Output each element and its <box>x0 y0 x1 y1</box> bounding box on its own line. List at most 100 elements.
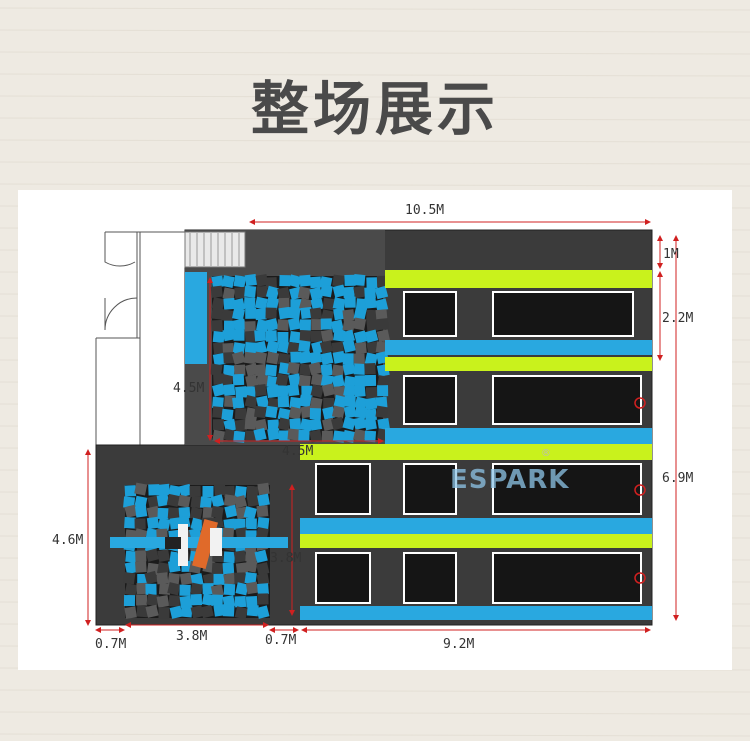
foam-cube <box>167 572 180 586</box>
foam-cube <box>253 427 267 442</box>
foam-cube <box>342 353 354 365</box>
dim-top-width: 10.5M <box>405 203 444 218</box>
foam-cube <box>342 339 356 353</box>
trampoline-bed <box>315 291 642 604</box>
foam-cube <box>364 287 376 299</box>
battle-beam <box>110 519 288 569</box>
foam-cube <box>232 396 245 410</box>
foam-cube <box>158 483 171 496</box>
foam-cube <box>124 561 138 575</box>
foam-cube <box>213 573 225 585</box>
foam-cube <box>213 604 226 617</box>
foam-cube <box>330 319 344 333</box>
foam-cube <box>310 384 324 398</box>
foam-cube <box>257 493 270 507</box>
dimension-labels: 10.5M 1M 2.2M 6.9M 4.5M 4.5M 4.6M 3.8M 0… <box>52 203 693 652</box>
foam-cube <box>146 505 160 519</box>
foam-cube <box>364 362 376 375</box>
foam-cube <box>299 319 311 331</box>
foam-cube <box>244 417 257 430</box>
foam-cube <box>211 307 224 320</box>
foam-cube <box>255 273 269 287</box>
foam-cube <box>265 277 277 289</box>
foam-cube <box>221 309 234 323</box>
foam-cube <box>342 318 356 332</box>
foam-cube <box>146 516 160 530</box>
foam-cube <box>233 275 247 288</box>
foam-cube <box>156 572 169 585</box>
dimension-lines <box>85 219 679 633</box>
foam-cube <box>320 352 334 366</box>
foam-cube <box>223 352 235 364</box>
foam-cube <box>298 340 311 353</box>
foam-cube <box>298 429 310 442</box>
foam-cube <box>211 275 224 288</box>
foam-cube <box>288 274 302 288</box>
foam-cube <box>364 397 378 410</box>
foam-cube <box>311 319 323 331</box>
foam-cube <box>148 484 160 496</box>
foam-cube <box>223 518 236 531</box>
foam-cube <box>189 485 201 497</box>
svg-text:®: ® <box>541 448 551 459</box>
dim-right-total: 6.9M <box>662 471 693 486</box>
foam-cube <box>364 329 379 343</box>
foam-cube <box>254 296 268 310</box>
foam-cube <box>353 274 366 287</box>
svg-text:ESPARK: ESPARK <box>450 465 569 495</box>
foam-cube <box>221 408 234 421</box>
foam-cube <box>212 342 226 355</box>
foam-cube <box>233 495 247 509</box>
foam-cube <box>235 386 248 399</box>
foam-cube <box>377 375 390 388</box>
foam-cube <box>332 350 346 364</box>
foam-cube <box>266 375 279 389</box>
foam-cube <box>134 505 148 518</box>
foam-cube <box>376 329 390 343</box>
foam-cube <box>310 373 324 386</box>
foam-cube <box>299 418 313 432</box>
foam-cube <box>233 318 247 332</box>
foam-cube <box>179 572 193 586</box>
foam-cube <box>277 417 292 431</box>
foam-cube <box>342 309 355 322</box>
foam-cube <box>244 394 258 409</box>
foam-cube <box>212 396 224 409</box>
entrance-door <box>104 232 138 338</box>
foam-cube <box>331 405 346 419</box>
foam-cube <box>366 277 378 289</box>
foam-cube <box>234 485 247 498</box>
foam-cube <box>223 583 236 596</box>
foam-cube <box>289 331 302 344</box>
foam-cube <box>134 482 148 496</box>
foam-cube <box>333 394 347 409</box>
pole-marker <box>634 397 646 584</box>
foam-cube <box>245 307 257 319</box>
foam-cube <box>309 418 323 431</box>
dim-bottom-left-gap: 0.7M <box>95 637 126 652</box>
foam-cube <box>222 594 236 608</box>
foam-cube <box>190 582 204 596</box>
foam-cube <box>124 516 136 529</box>
foam-cube <box>202 485 214 498</box>
foam-cube <box>223 572 236 586</box>
foam-cube <box>202 572 216 587</box>
foam-cube <box>331 374 345 388</box>
foam-cube <box>353 285 367 299</box>
foam-cube <box>233 329 245 341</box>
foam-cube <box>211 297 225 311</box>
foam-cube <box>330 416 345 431</box>
foam-cube <box>223 485 235 498</box>
foam-cube <box>210 285 223 298</box>
foam-cube <box>245 517 257 530</box>
foam-cube <box>234 606 248 620</box>
foam-cube <box>288 317 301 331</box>
foam-cube <box>167 560 181 573</box>
foam-cube <box>124 606 137 619</box>
foam-cube <box>158 607 170 619</box>
foam-cube <box>255 373 269 387</box>
foam-cube <box>267 427 280 441</box>
foam-cube <box>310 330 322 342</box>
foam-cube <box>243 506 257 520</box>
foam-cube <box>289 396 302 410</box>
